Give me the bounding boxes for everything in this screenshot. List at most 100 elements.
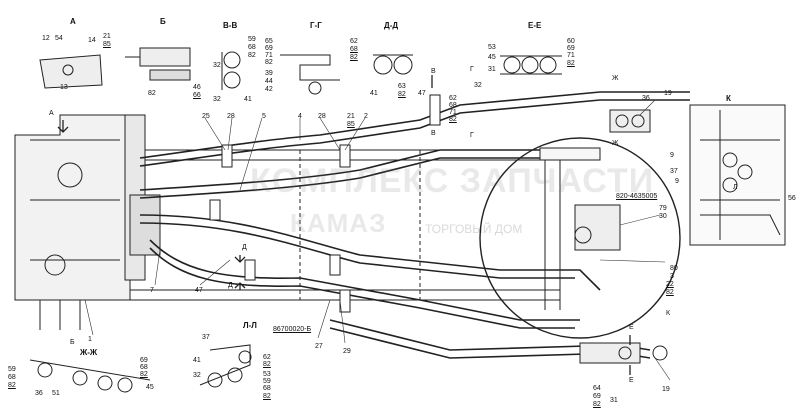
callout-53b: 53 [263,371,271,378]
section-mark-k: К [666,310,671,317]
part-number-main: 820-4635005 [616,193,658,200]
detail-a [39,54,103,89]
part-number-lower: 86700020-Б [273,326,312,333]
callout-79: 79 [659,205,667,212]
detail-b [125,47,191,81]
callout-37: 37 [670,168,678,175]
callout-1: 1 [88,336,92,343]
callout-36: 36 [642,95,650,102]
section-mark-a: А [49,110,54,117]
callout-82b: 82 [265,59,273,66]
callout-60: 60 [567,38,575,45]
callout-9b: 9 [675,178,679,185]
detail-k [689,104,786,246]
detail-zhzh [29,359,151,393]
callout-82g: 82 [666,289,674,296]
callout-41c: 41 [193,357,201,364]
callout-21: 21 [103,33,111,40]
callout-66: 66 [193,92,201,99]
callout-25: 25 [202,113,210,120]
section-a-title: А [70,17,76,26]
callout-62c: 62 [263,354,271,361]
callout-4: 4 [298,113,302,120]
bottom-right-fitting [579,342,668,364]
section-k-title: К [726,94,731,103]
callout-3: 3 [670,273,674,280]
section-gg-title: Г-Г [310,21,322,30]
callout-68d: 68 [8,374,16,381]
callout-9: 9 [670,152,674,159]
callout-82k: 82 [263,393,271,400]
callout-42: 42 [265,86,273,93]
callout-19: 19 [664,90,672,97]
section-b-title: Б [160,17,166,26]
callout-68: 68 [248,44,256,51]
section-mark-l: Л [733,184,738,191]
callout-68e: 68 [140,364,148,371]
callout-31b: 31 [610,397,618,404]
callout-45: 45 [488,54,496,61]
callout-31: 31 [488,66,496,73]
callout-19b: 19 [662,386,670,393]
callout-62b: 62 [449,95,457,102]
section-mark-v-bottom: В [431,130,436,137]
section-mark-zh-bottom: Ж [612,140,619,147]
section-ee-title: Е-Е [528,21,542,30]
detail-ee [500,55,562,75]
callout-32b: 32 [213,96,221,103]
section-ll-title: Л-Л [243,321,257,330]
callout-14: 14 [88,37,96,44]
callout-13: 13 [60,84,68,91]
watermark-2: КАМАЗ [290,208,386,239]
watermark-sub: ТОРГОВЫЙ ДОМ [425,222,523,236]
callout-68b: 68 [350,46,358,53]
callout-82i: 82 [140,371,148,378]
callout-69c: 69 [140,357,148,364]
section-mark-e-top: Е [629,324,634,331]
detail-gg [280,54,340,95]
callout-27: 27 [315,343,323,350]
callout-71b: 71 [567,52,575,59]
callout-82h: 82 [8,382,16,389]
callout-21b: 21 [347,113,355,120]
detail-ll [199,344,252,388]
callout-71: 71 [265,52,273,59]
tube-clamps [209,94,441,313]
section-mark-e-bottom: Е [629,377,634,384]
upper-right-fittings [609,109,651,133]
transmission-block [14,114,161,330]
detail-k-circle [479,137,681,339]
callout-2: 2 [364,113,368,120]
callout-52: 82 [148,90,156,97]
callout-36b: 36 [35,390,43,397]
watermark-line2: КАМАЗ [290,208,387,238]
callout-41b: 41 [370,90,378,97]
callout-68f: 68 [263,385,271,392]
section-mark-d-bottom: Д [228,282,233,289]
callout-54: 54 [55,35,63,42]
callout-47: 47 [418,90,426,97]
section-mark-g-top: Г [470,66,474,73]
section-mark-g-bottom: Г [470,132,474,139]
callout-5: 5 [262,113,266,120]
callout-39: 39 [265,70,273,77]
callout-59c: 59 [263,378,271,385]
callout-69d: 69 [593,393,601,400]
callout-44: 44 [265,78,273,85]
callout-59b: 59 [8,366,16,373]
callout-32d: 32 [193,372,201,379]
callout-28b: 28 [318,113,326,120]
section-mark-b-bottom: Б [70,339,75,346]
callout-82: 82 [248,52,256,59]
callout-82e: 82 [567,60,575,67]
callout-30: 30 [659,213,667,220]
callout-65: 65 [265,38,273,45]
watermark-line1: КОМПЛЕКС ЗАПЧАСТИ [250,162,655,200]
section-zhzh-title: Ж-Ж [80,348,98,357]
callout-85: 85 [103,41,111,48]
callout-22: 22 [666,281,674,288]
valve-block [539,147,621,310]
section-mark-d-top: Д [242,244,247,251]
callout-82f: 82 [449,116,457,123]
